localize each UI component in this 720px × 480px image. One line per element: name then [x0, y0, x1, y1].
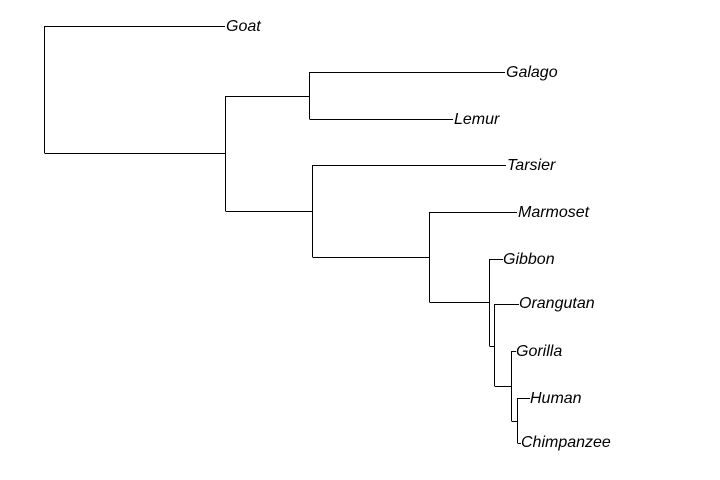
tip-label-gibbon: Gibbon: [503, 251, 555, 268]
tip-label-lemur: Lemur: [454, 111, 500, 128]
tip-label-orangutan: Orangutan: [519, 295, 595, 312]
tip-label-galago: Galago: [506, 64, 558, 81]
tip-label-chimpanzee: Chimpanzee: [521, 434, 611, 451]
tip-label-goat: Goat: [226, 18, 261, 35]
tip-label-gorilla: Gorilla: [516, 343, 562, 360]
tip-label-tarsier: Tarsier: [507, 157, 556, 174]
tip-label-marmoset: Marmoset: [518, 204, 590, 221]
tip-label-human: Human: [530, 390, 582, 407]
